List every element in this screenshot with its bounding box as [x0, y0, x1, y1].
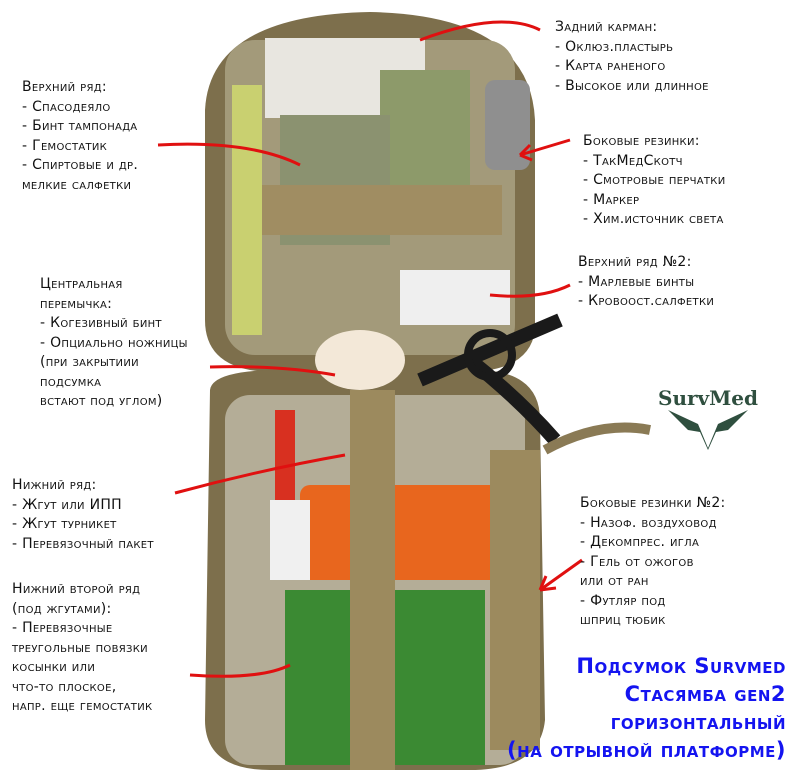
label-center: Центральная перемычка: - Когезивный бинт… [40, 275, 188, 412]
label-heading: Нижний второй ряд [12, 581, 141, 597]
label-line: - Жгут турникет [12, 516, 117, 532]
survmed-logo: SurvMed [658, 386, 758, 454]
label-line: - Высокое или длинное [555, 77, 709, 94]
label-line: или от ран [580, 573, 649, 589]
arrow-bottom-row [174, 453, 346, 495]
label-line: - Смотровые перчатки [583, 172, 726, 188]
label-line: треугольные повязки [12, 639, 148, 656]
label-line: - Хим.источник света [583, 211, 724, 227]
label-line: - Марлевые бинты [578, 273, 695, 290]
label-side-bands: Боковые резинки: - ТакМедСкотч - Смотров… [583, 132, 726, 230]
label-line: напр. еще гемостатик [12, 698, 153, 714]
label-line: - Спасодеяло [22, 98, 111, 115]
label-line: - Спиртовые и др. [22, 157, 139, 173]
arrow-back-pocket [419, 20, 541, 42]
label-heading: Боковые резинки №2: [580, 495, 726, 511]
arrow-side-bands2 [538, 558, 583, 592]
label-line: - Гель от ожогов [580, 553, 694, 570]
label-heading: (под жгутами): [12, 600, 112, 617]
label-heading: Верхний ряд №2: [578, 254, 692, 270]
arrow-bottom-row2 [189, 663, 291, 678]
label-line: - Декомпрес. игла [580, 534, 700, 550]
label-line: - Карта раненого [555, 58, 666, 74]
label-top-row: Верхний ряд: - Спасодеяло - Бинт тампона… [22, 78, 138, 195]
label-heading: Задний карман: [555, 19, 658, 35]
eagle-icon [668, 410, 748, 450]
label-heading: Центральная [40, 276, 123, 292]
label-line: шприц тюбик [580, 612, 666, 628]
label-line: - Маркер [583, 191, 640, 208]
label-heading: перемычка: [40, 295, 113, 312]
title-line: горизонтальный [610, 710, 786, 734]
arrow-side-bands [518, 138, 571, 162]
label-line: - Кровоост.салфетки [578, 293, 715, 309]
label-line: (при закрытиии [40, 354, 139, 370]
label-line: подсумка [40, 373, 102, 390]
product-title: Подсумок Survmed Стасямба gen2 горизонта… [507, 652, 786, 764]
label-line: - Назоф. воздуховод [580, 514, 717, 531]
label-line: - Футляр под [580, 592, 666, 609]
label-side-bands2: Боковые резинки №2: - Назоф. воздуховод … [580, 494, 726, 631]
label-line: - Перевязочные [12, 620, 113, 636]
label-line: - Бинт тампонада [22, 118, 138, 134]
label-line: - Перевязочный пакет [12, 535, 154, 552]
arrow-top-row [157, 142, 301, 167]
arrow-center [209, 365, 336, 377]
label-line: - ТакМедСкотч [583, 152, 683, 169]
label-bottom-row2: Нижний второй ряд (под жгутами): - Перев… [12, 580, 152, 717]
title-line: Стасямба gen2 [624, 682, 786, 706]
label-line: - Когезивный бинт [40, 315, 162, 331]
label-heading: Нижний ряд: [12, 477, 97, 493]
title-line: Подсумок Survmed [576, 654, 786, 678]
label-line: встают под углом) [40, 393, 163, 409]
label-line: - Жгут или ИПП [12, 496, 122, 513]
label-bottom-row: Нижний ряд: - Жгут или ИПП - Жгут турник… [12, 476, 154, 554]
arrow-top-row2 [489, 283, 571, 298]
title-line: (на отрывной платформе) [507, 738, 786, 762]
label-back-pocket: Задний карман: - Оклюз.пластырь - Карта … [555, 18, 709, 96]
label-line: мелкие салфетки [22, 176, 132, 193]
label-line: - Оклюз.пластырь [555, 38, 674, 55]
label-heading: Верхний ряд: [22, 79, 107, 95]
label-heading: Боковые резинки: [583, 133, 700, 149]
label-line: косынки или [12, 659, 96, 675]
label-line: - Гемостатик [22, 137, 108, 154]
label-line: что-то плоское, [12, 678, 117, 695]
label-top-row2: Верхний ряд №2: - Марлевые бинты - Крово… [578, 253, 714, 312]
label-line: - Опциально ножницы [40, 334, 188, 351]
arrows [157, 20, 583, 678]
logo-text: SurvMed [658, 386, 758, 410]
